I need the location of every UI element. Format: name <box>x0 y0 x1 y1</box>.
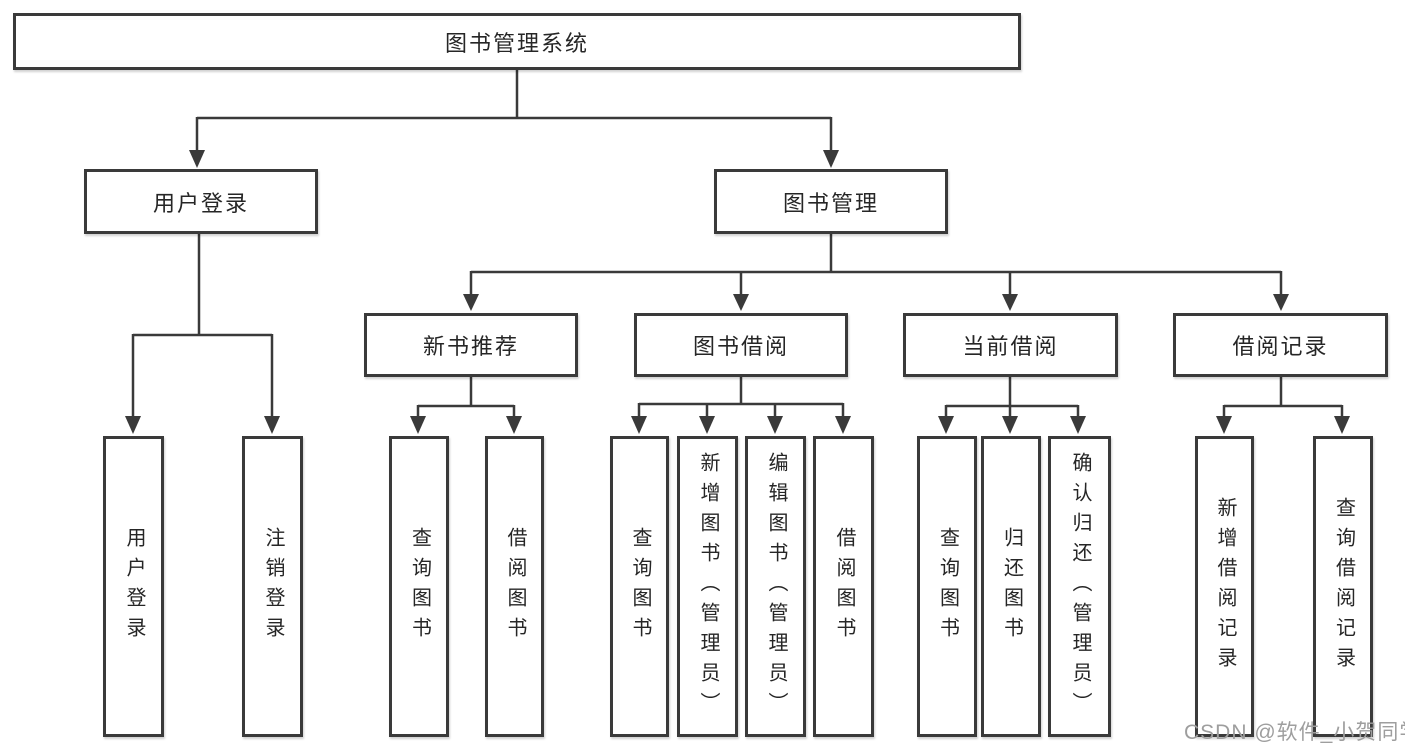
connector-borrow-records <box>1222 377 1344 418</box>
leaf-query-books-3-label: 查询图书 <box>936 526 959 647</box>
leaf-logout-label: 注销登录 <box>262 526 284 647</box>
arrowhead <box>823 150 839 168</box>
arrowhead <box>125 416 141 434</box>
node-user-login-label: 用户登录 <box>152 190 249 216</box>
arrowhead <box>938 416 954 434</box>
arrowhead <box>264 416 280 434</box>
node-new-book-recommend: 新书推荐 <box>364 313 578 377</box>
arrowhead <box>1334 416 1350 434</box>
node-book-management: 图书管理 <box>714 169 948 234</box>
leaf-borrow-books-1: 借阅图书 <box>485 436 544 737</box>
connector-user-login <box>131 233 274 418</box>
leaf-user-login-label: 用户登录 <box>123 526 145 647</box>
node-current-borrow: 当前借阅 <box>903 313 1118 377</box>
arrowhead <box>699 416 715 434</box>
leaf-confirm-return-admin-label: 确认归还（管理员） <box>1069 451 1091 722</box>
leaf-query-books-2-label: 查询图书 <box>629 526 651 647</box>
leaf-borrow-books-2-label: 借阅图书 <box>833 526 855 647</box>
leaf-borrow-books-2: 借阅图书 <box>813 436 874 737</box>
arrowhead <box>631 416 647 434</box>
arrowhead <box>189 150 205 168</box>
node-borrow-records-label: 借阅记录 <box>1232 334 1329 359</box>
arrowhead <box>1070 416 1086 434</box>
leaf-edit-books-admin-label: 编辑图书（管理员） <box>765 451 787 722</box>
node-book-management-label: 图书管理 <box>782 190 879 216</box>
leaf-confirm-return-admin: 确认归还（管理员） <box>1048 436 1111 737</box>
connector-current-borrow <box>944 377 1080 418</box>
node-book-borrow-label: 图书借阅 <box>692 334 789 359</box>
connector-new-book-recommend <box>416 377 516 418</box>
node-borrow-records: 借阅记录 <box>1173 313 1388 377</box>
arrowhead <box>767 416 783 434</box>
arrowhead <box>463 294 479 311</box>
node-root: 图书管理系统 <box>13 13 1021 70</box>
leaf-user-login: 用户登录 <box>103 436 164 737</box>
node-user-login: 用户登录 <box>84 169 318 234</box>
leaf-query-borrow-record: 查询借阅记录 <box>1313 436 1373 737</box>
node-current-borrow-label: 当前借阅 <box>962 334 1059 359</box>
arrowheads <box>125 150 1350 434</box>
node-root-label: 图书管理系统 <box>444 30 589 56</box>
arrowhead <box>835 416 851 434</box>
leaf-add-books-admin: 新增图书（管理员） <box>677 436 738 737</box>
arrowhead <box>1216 416 1232 434</box>
leaf-query-books-1-label: 查询图书 <box>408 526 431 647</box>
arrowhead <box>1002 416 1018 434</box>
arrowhead <box>410 416 426 434</box>
csdn-watermark: CSDN @软件_小贺同学 <box>1184 721 1405 744</box>
arrowhead <box>1273 294 1289 311</box>
node-new-book-recommend-label: 新书推荐 <box>422 334 519 359</box>
leaf-query-books-2: 查询图书 <box>610 436 669 737</box>
leaf-return-books-label: 归还图书 <box>1000 526 1023 647</box>
leaf-query-books-3: 查询图书 <box>917 436 977 737</box>
connector-root <box>195 69 833 152</box>
leaf-return-books: 归还图书 <box>981 436 1041 737</box>
arrowhead <box>1002 294 1018 311</box>
connector-book-borrow <box>637 377 845 418</box>
leaf-borrow-books-1-label: 借阅图书 <box>504 526 526 647</box>
arrowhead <box>506 416 522 434</box>
arrowhead <box>733 294 749 311</box>
leaf-query-books-1: 查询图书 <box>389 436 449 737</box>
leaf-edit-books-admin: 编辑图书（管理员） <box>745 436 806 737</box>
node-book-borrow: 图书借阅 <box>634 313 848 377</box>
leaf-logout: 注销登录 <box>242 436 303 737</box>
leaf-query-borrow-record-label: 查询借阅记录 <box>1332 496 1355 677</box>
leaf-add-borrow-record-label: 新增借阅记录 <box>1214 496 1236 677</box>
leaf-add-borrow-record: 新增借阅记录 <box>1195 436 1254 737</box>
leaf-add-books-admin-label: 新增图书（管理员） <box>697 451 719 722</box>
connector-book-management <box>469 233 1283 296</box>
